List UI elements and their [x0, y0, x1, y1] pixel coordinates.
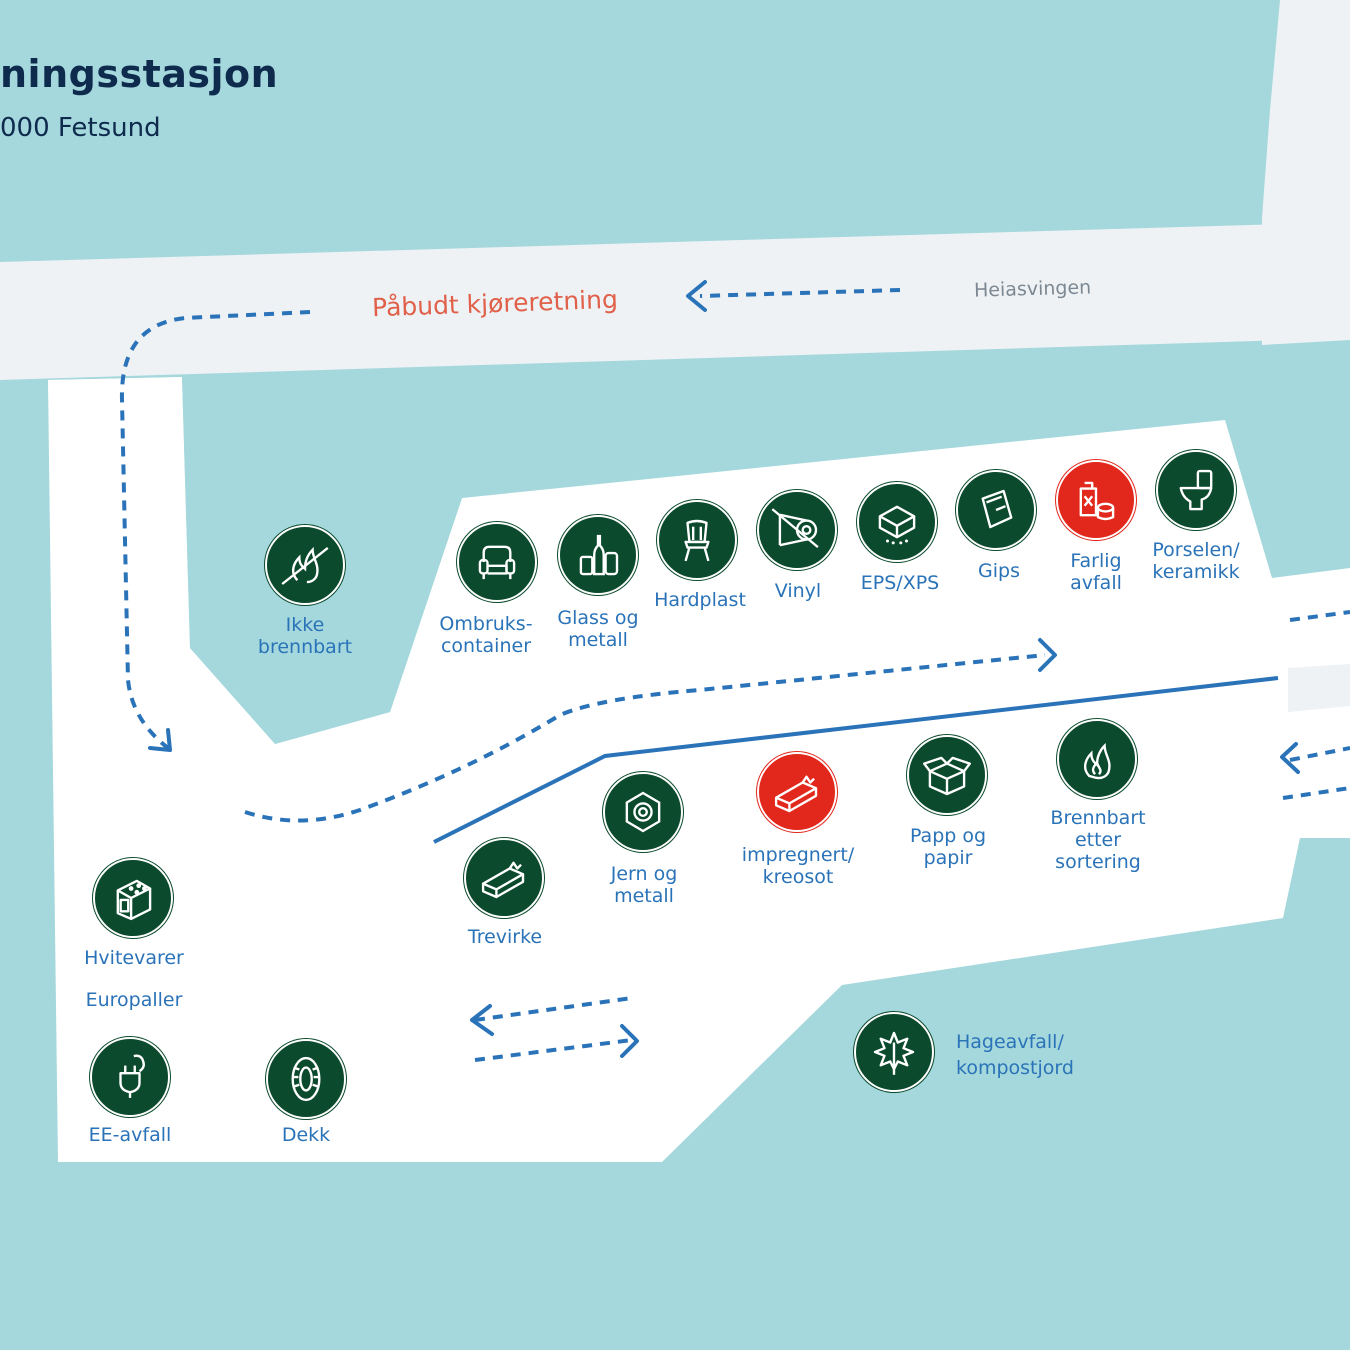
road-heiasvingen — [0, 222, 1350, 380]
hazardous-canister-icon[interactable] — [1056, 460, 1136, 540]
armchair-icon[interactable] — [457, 522, 537, 602]
route-arrowheads — [148, 280, 1300, 1058]
label-hageavfall-kompostjord: Hageavfall/kompostjord — [956, 1031, 1074, 1079]
page-subtitle: 000 Fetsund — [0, 113, 161, 143]
tire-icon[interactable] — [266, 1039, 346, 1119]
label-eps-xps: EPS/XPS — [860, 572, 940, 594]
treated-wood-icon[interactable] — [757, 752, 837, 832]
plastic-chair-icon[interactable] — [657, 500, 737, 580]
label-ombrukscontainer: Ombruks-container — [439, 613, 533, 657]
label-hvitevarer: Hvitevarer — [84, 947, 184, 969]
lane-separator — [433, 676, 1279, 844]
vinyl-roll-icon[interactable] — [757, 490, 837, 570]
street-name: Heiasvingen — [973, 276, 1092, 302]
toilet-icon[interactable] — [1156, 450, 1236, 530]
label-dekk: Dekk — [281, 1124, 331, 1146]
label-hardplast: Hardplast — [654, 589, 746, 611]
cardboard-box-icon[interactable] — [907, 735, 987, 815]
leaf-icon[interactable] — [854, 1012, 934, 1092]
dashed-route — [119, 288, 1350, 1062]
yard-area — [48, 377, 1350, 1162]
flame-icon[interactable] — [1057, 719, 1137, 799]
page-title: ningsstasjon — [0, 52, 279, 96]
label-europaller: Europaller — [85, 989, 183, 1011]
power-plug-icon[interactable] — [90, 1037, 170, 1117]
road-east-exit — [1288, 662, 1350, 712]
stove-icon[interactable] — [93, 858, 173, 938]
label-gips: Gips — [978, 560, 1020, 582]
label-impregnert-kreosot: impregnert/kreosot — [741, 844, 855, 888]
wood-beam-icon[interactable] — [464, 838, 544, 918]
gypsum-board-icon[interactable] — [956, 470, 1036, 550]
label-vinyl: Vinyl — [774, 580, 822, 602]
no-fire-icon[interactable] — [265, 525, 345, 605]
label-ee-avfall: EE-avfall — [88, 1124, 172, 1146]
label-porselen-keramikk: Porselen/keramikk — [1152, 539, 1240, 583]
bottles-cans-icon[interactable] — [558, 515, 638, 595]
metal-nut-icon[interactable] — [603, 772, 683, 852]
label-trevirke: Trevirke — [467, 926, 543, 948]
foam-block-icon[interactable] — [857, 482, 937, 562]
